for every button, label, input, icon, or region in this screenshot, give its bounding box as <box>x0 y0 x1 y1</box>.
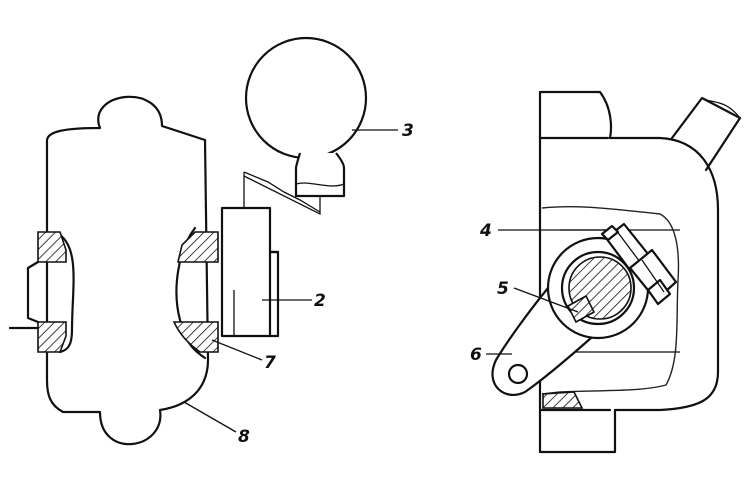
callout-4: 4 <box>479 221 492 241</box>
housing-outline <box>538 90 720 454</box>
cavity-contour <box>541 206 680 395</box>
plunger-2-key <box>268 250 280 338</box>
callout-5: 5 <box>497 279 509 299</box>
callout-labels: 3 2 7 8 4 5 6 <box>238 121 509 447</box>
bushing-7-upper <box>176 231 219 263</box>
callout-2: 2 <box>314 291 326 311</box>
body-outline-8 <box>45 95 210 446</box>
leader-7 <box>211 339 263 361</box>
key-5 <box>566 294 596 324</box>
leader-5 <box>513 287 579 313</box>
leader-8 <box>183 401 237 433</box>
ball-3-neck <box>294 152 346 198</box>
leader-lines <box>183 129 606 433</box>
left-bushing-upper <box>37 231 67 263</box>
bushing-7-lower <box>172 321 219 353</box>
ball-3-rod-break <box>295 182 345 187</box>
right-view <box>491 90 742 454</box>
left-view <box>8 36 368 446</box>
clamp-screw-lower <box>628 248 678 306</box>
left-bushing-lower <box>37 321 67 353</box>
top-arm <box>670 96 742 172</box>
break-zigzag <box>243 171 321 213</box>
plunger-2 <box>220 206 272 338</box>
callout-3: 3 <box>402 121 414 141</box>
lever-6-hole <box>507 363 529 385</box>
bottom-insert <box>542 391 584 409</box>
callout-8: 8 <box>238 427 250 447</box>
callout-6: 6 <box>470 345 482 365</box>
ball-3 <box>244 36 368 160</box>
left-bushing-flange <box>26 260 40 324</box>
callout-7: 7 <box>264 353 276 373</box>
top-arm-break <box>701 97 741 119</box>
